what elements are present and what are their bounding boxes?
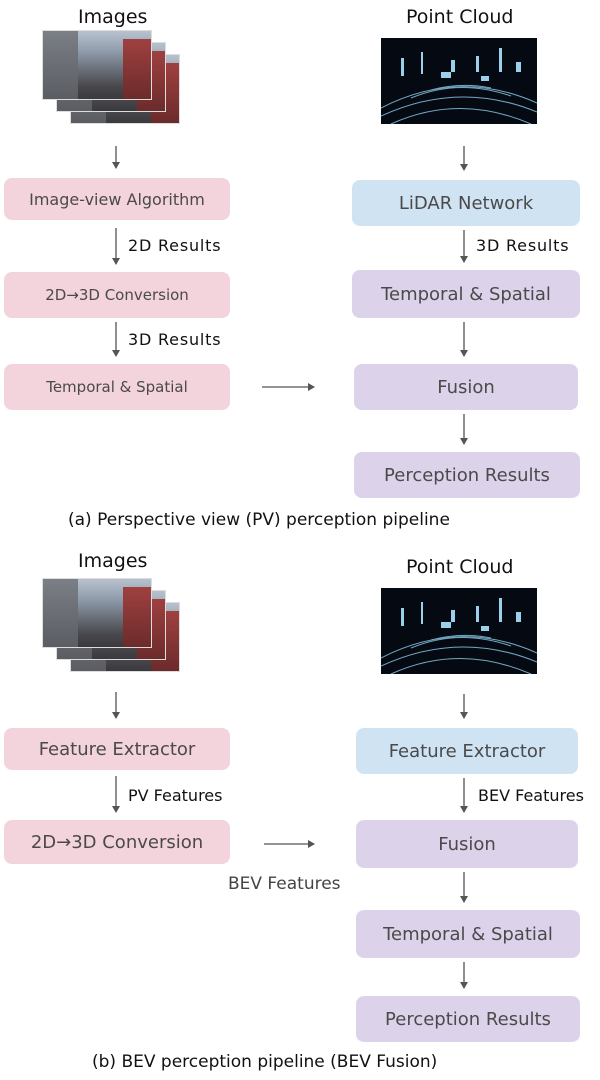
image-view-algorithm-box: Image-view Algorithm	[4, 178, 230, 220]
camera-images-stack-a	[42, 30, 182, 130]
perception-results-box-b: Perception Results	[356, 996, 580, 1042]
pv-features-label: PV Features	[128, 786, 223, 805]
conversion-box-b: 2D→3D Conversion	[4, 820, 230, 864]
results-2d-label: 2D Results	[128, 236, 222, 255]
conversion-box-a: 2D→3D Conversion	[4, 272, 230, 318]
point-cloud-image-a	[381, 38, 537, 124]
feature-extractor-box-right: Feature Extractor	[356, 728, 578, 774]
point-cloud-title-b: Point Cloud	[406, 556, 514, 578]
temporal-spatial-box-b: Temporal & Spatial	[356, 910, 580, 958]
camera-images-stack-b	[42, 578, 182, 678]
perception-results-box-a: Perception Results	[354, 452, 580, 498]
images-title-b: Images	[78, 550, 148, 572]
caption-b: (b) BEV perception pipeline (BEV Fusion)	[92, 1052, 438, 1072]
point-cloud-title-a: Point Cloud	[406, 6, 514, 28]
temporal-spatial-box-a-right: Temporal & Spatial	[352, 270, 580, 318]
temporal-spatial-box-a-left: Temporal & Spatial	[4, 364, 230, 410]
bev-features-label-right: BEV Features	[478, 786, 584, 805]
bev-features-label-bottom: BEV Features	[228, 874, 341, 894]
camera-image	[42, 578, 152, 648]
feature-extractor-box-left: Feature Extractor	[4, 728, 230, 770]
caption-a: (a) Perspective view (PV) perception pip…	[68, 510, 450, 530]
results-3d-label-left: 3D Results	[128, 330, 222, 349]
results-3d-label-right: 3D Results	[476, 236, 570, 255]
fusion-box-b: Fusion	[356, 820, 578, 868]
point-cloud-image-b	[381, 588, 537, 674]
fusion-box-a: Fusion	[354, 364, 578, 410]
lidar-network-box: LiDAR Network	[352, 180, 580, 226]
images-title-a: Images	[78, 6, 148, 28]
camera-image	[42, 30, 152, 100]
